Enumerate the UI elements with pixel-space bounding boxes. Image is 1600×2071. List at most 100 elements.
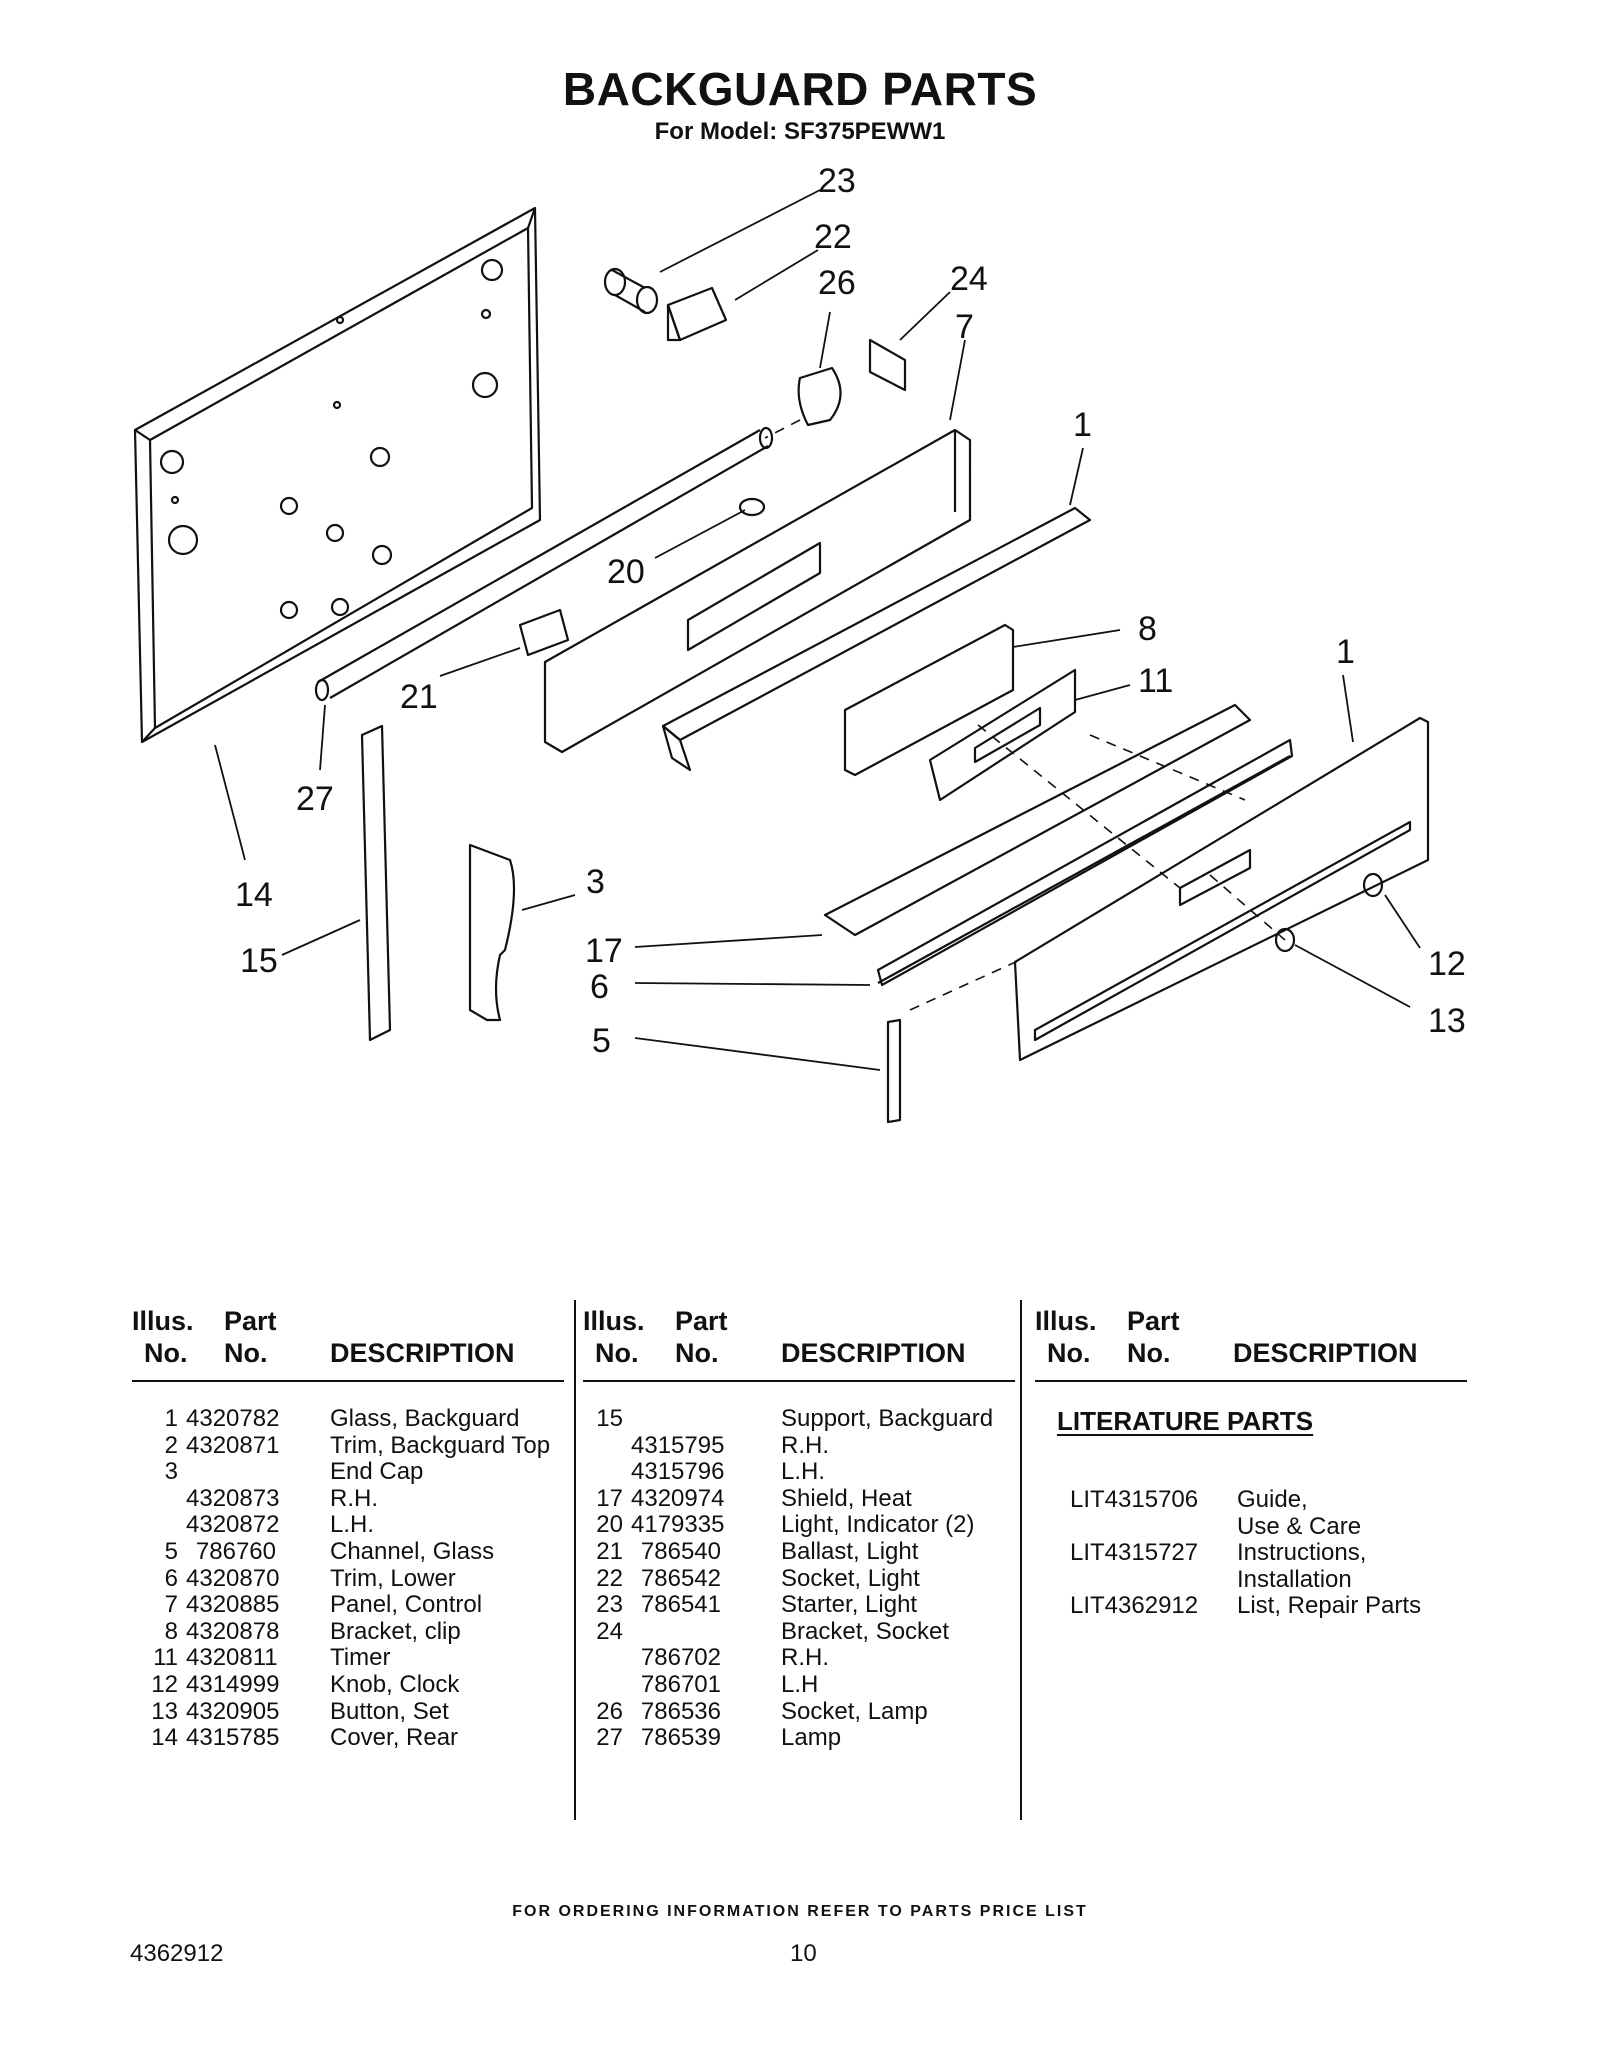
control-panel-part	[543, 428, 972, 754]
callout-label: 7	[955, 308, 974, 346]
exploded-parts-diagram: 23 22 26 24 7 1 20 8 1 11 21 27 14 3 15 …	[133, 162, 1466, 1124]
callout-label: 5	[592, 1022, 611, 1060]
starter-part	[603, 267, 659, 315]
callout-label: 14	[235, 876, 273, 914]
callout-label: 15	[240, 942, 278, 980]
lower-trim-part	[876, 738, 1294, 987]
header-part: Part	[675, 1306, 728, 1336]
literature-part-number: LIT4315706	[1070, 1486, 1199, 1513]
backguard-top-trim-part	[661, 506, 1092, 772]
column-divider	[1020, 1300, 1022, 1820]
header-illus: Illus.	[132, 1306, 194, 1336]
callout-label: 17	[585, 932, 623, 970]
literature-item: LIT4315727	[1070, 1539, 1199, 1567]
lamp-socket-part	[797, 366, 842, 427]
document-number: 4362912	[130, 1940, 224, 1967]
backguard-glass-part	[1013, 716, 1430, 1062]
callout-label: 6	[590, 968, 609, 1006]
column-divider	[574, 1300, 576, 1820]
callout-label: 13	[1428, 1002, 1466, 1040]
heat-shield-part	[823, 703, 1252, 937]
header-rule	[583, 1380, 1015, 1382]
callout-label: 23	[818, 162, 856, 200]
callout-label: 21	[400, 678, 438, 716]
header-rule	[1035, 1380, 1467, 1382]
callout-label: 11	[1138, 662, 1173, 700]
header-illus-no: No.	[144, 1338, 188, 1368]
header-illus-no: No.	[1047, 1338, 1091, 1368]
literature-item: LIT4315706	[1070, 1486, 1199, 1514]
callout-label: 8	[1138, 610, 1157, 648]
literature-desc: List, Repair Parts	[1237, 1592, 1422, 1619]
callout-label: 20	[607, 553, 645, 591]
header-illus: Illus.	[1035, 1306, 1097, 1336]
header-description: DESCRIPTION	[330, 1338, 515, 1368]
callout-label: 1	[1073, 406, 1092, 444]
header-part-no: No.	[675, 1338, 719, 1368]
callout-label: 22	[814, 218, 852, 256]
literature-part-number: LIT4362912	[1070, 1592, 1199, 1619]
timer-part	[928, 668, 1077, 802]
table-header-col3: Illus. No. Part No. DESCRIPTION	[1035, 1305, 1465, 1375]
end-cap-part	[468, 843, 516, 1022]
header-illus: Illus.	[583, 1306, 645, 1336]
header-description: DESCRIPTION	[781, 1338, 966, 1368]
callout-label: 12	[1428, 945, 1466, 983]
bracket-clip-part	[843, 623, 1015, 777]
backguard-support-part	[360, 724, 392, 1042]
table-header-col1: Illus. No. Part No. DESCRIPTION	[132, 1305, 562, 1375]
callout-label: 1	[1336, 633, 1355, 671]
tube-lamp-part	[314, 426, 774, 702]
glass-channel-part	[886, 1018, 902, 1124]
callout-label: 24	[950, 260, 988, 298]
literature-part-number: LIT4315727	[1070, 1539, 1199, 1566]
header-part: Part	[224, 1306, 277, 1336]
header-rule	[132, 1380, 564, 1382]
literature-desc: Instructions, Installation	[1237, 1539, 1367, 1593]
ordering-footer-note: FOR ORDERING INFORMATION REFER TO PARTS …	[512, 1903, 1088, 1920]
table-header-col2: Illus. No. Part No. DESCRIPTION	[583, 1305, 1013, 1375]
set-button-part	[1274, 927, 1296, 953]
literature-item: LIT4362912	[1070, 1592, 1199, 1620]
header-illus-no: No.	[595, 1338, 639, 1368]
header-part-no: No.	[1127, 1338, 1171, 1368]
indicator-light-part	[738, 497, 766, 517]
callout-label: 27	[296, 780, 334, 818]
rear-cover-part	[133, 206, 542, 744]
header-part: Part	[1127, 1306, 1180, 1336]
header-description: DESCRIPTION	[1233, 1338, 1418, 1368]
page-number: 10	[790, 1940, 817, 1967]
page-title: BACKGUARD PARTS	[562, 63, 1038, 115]
socket-bracket-part	[868, 338, 907, 392]
literature-desc: Guide, Use & Care	[1237, 1486, 1362, 1540]
literature-parts-title: LITERATURE PARTS	[1057, 1406, 1314, 1436]
header-part-no: No.	[224, 1338, 268, 1368]
